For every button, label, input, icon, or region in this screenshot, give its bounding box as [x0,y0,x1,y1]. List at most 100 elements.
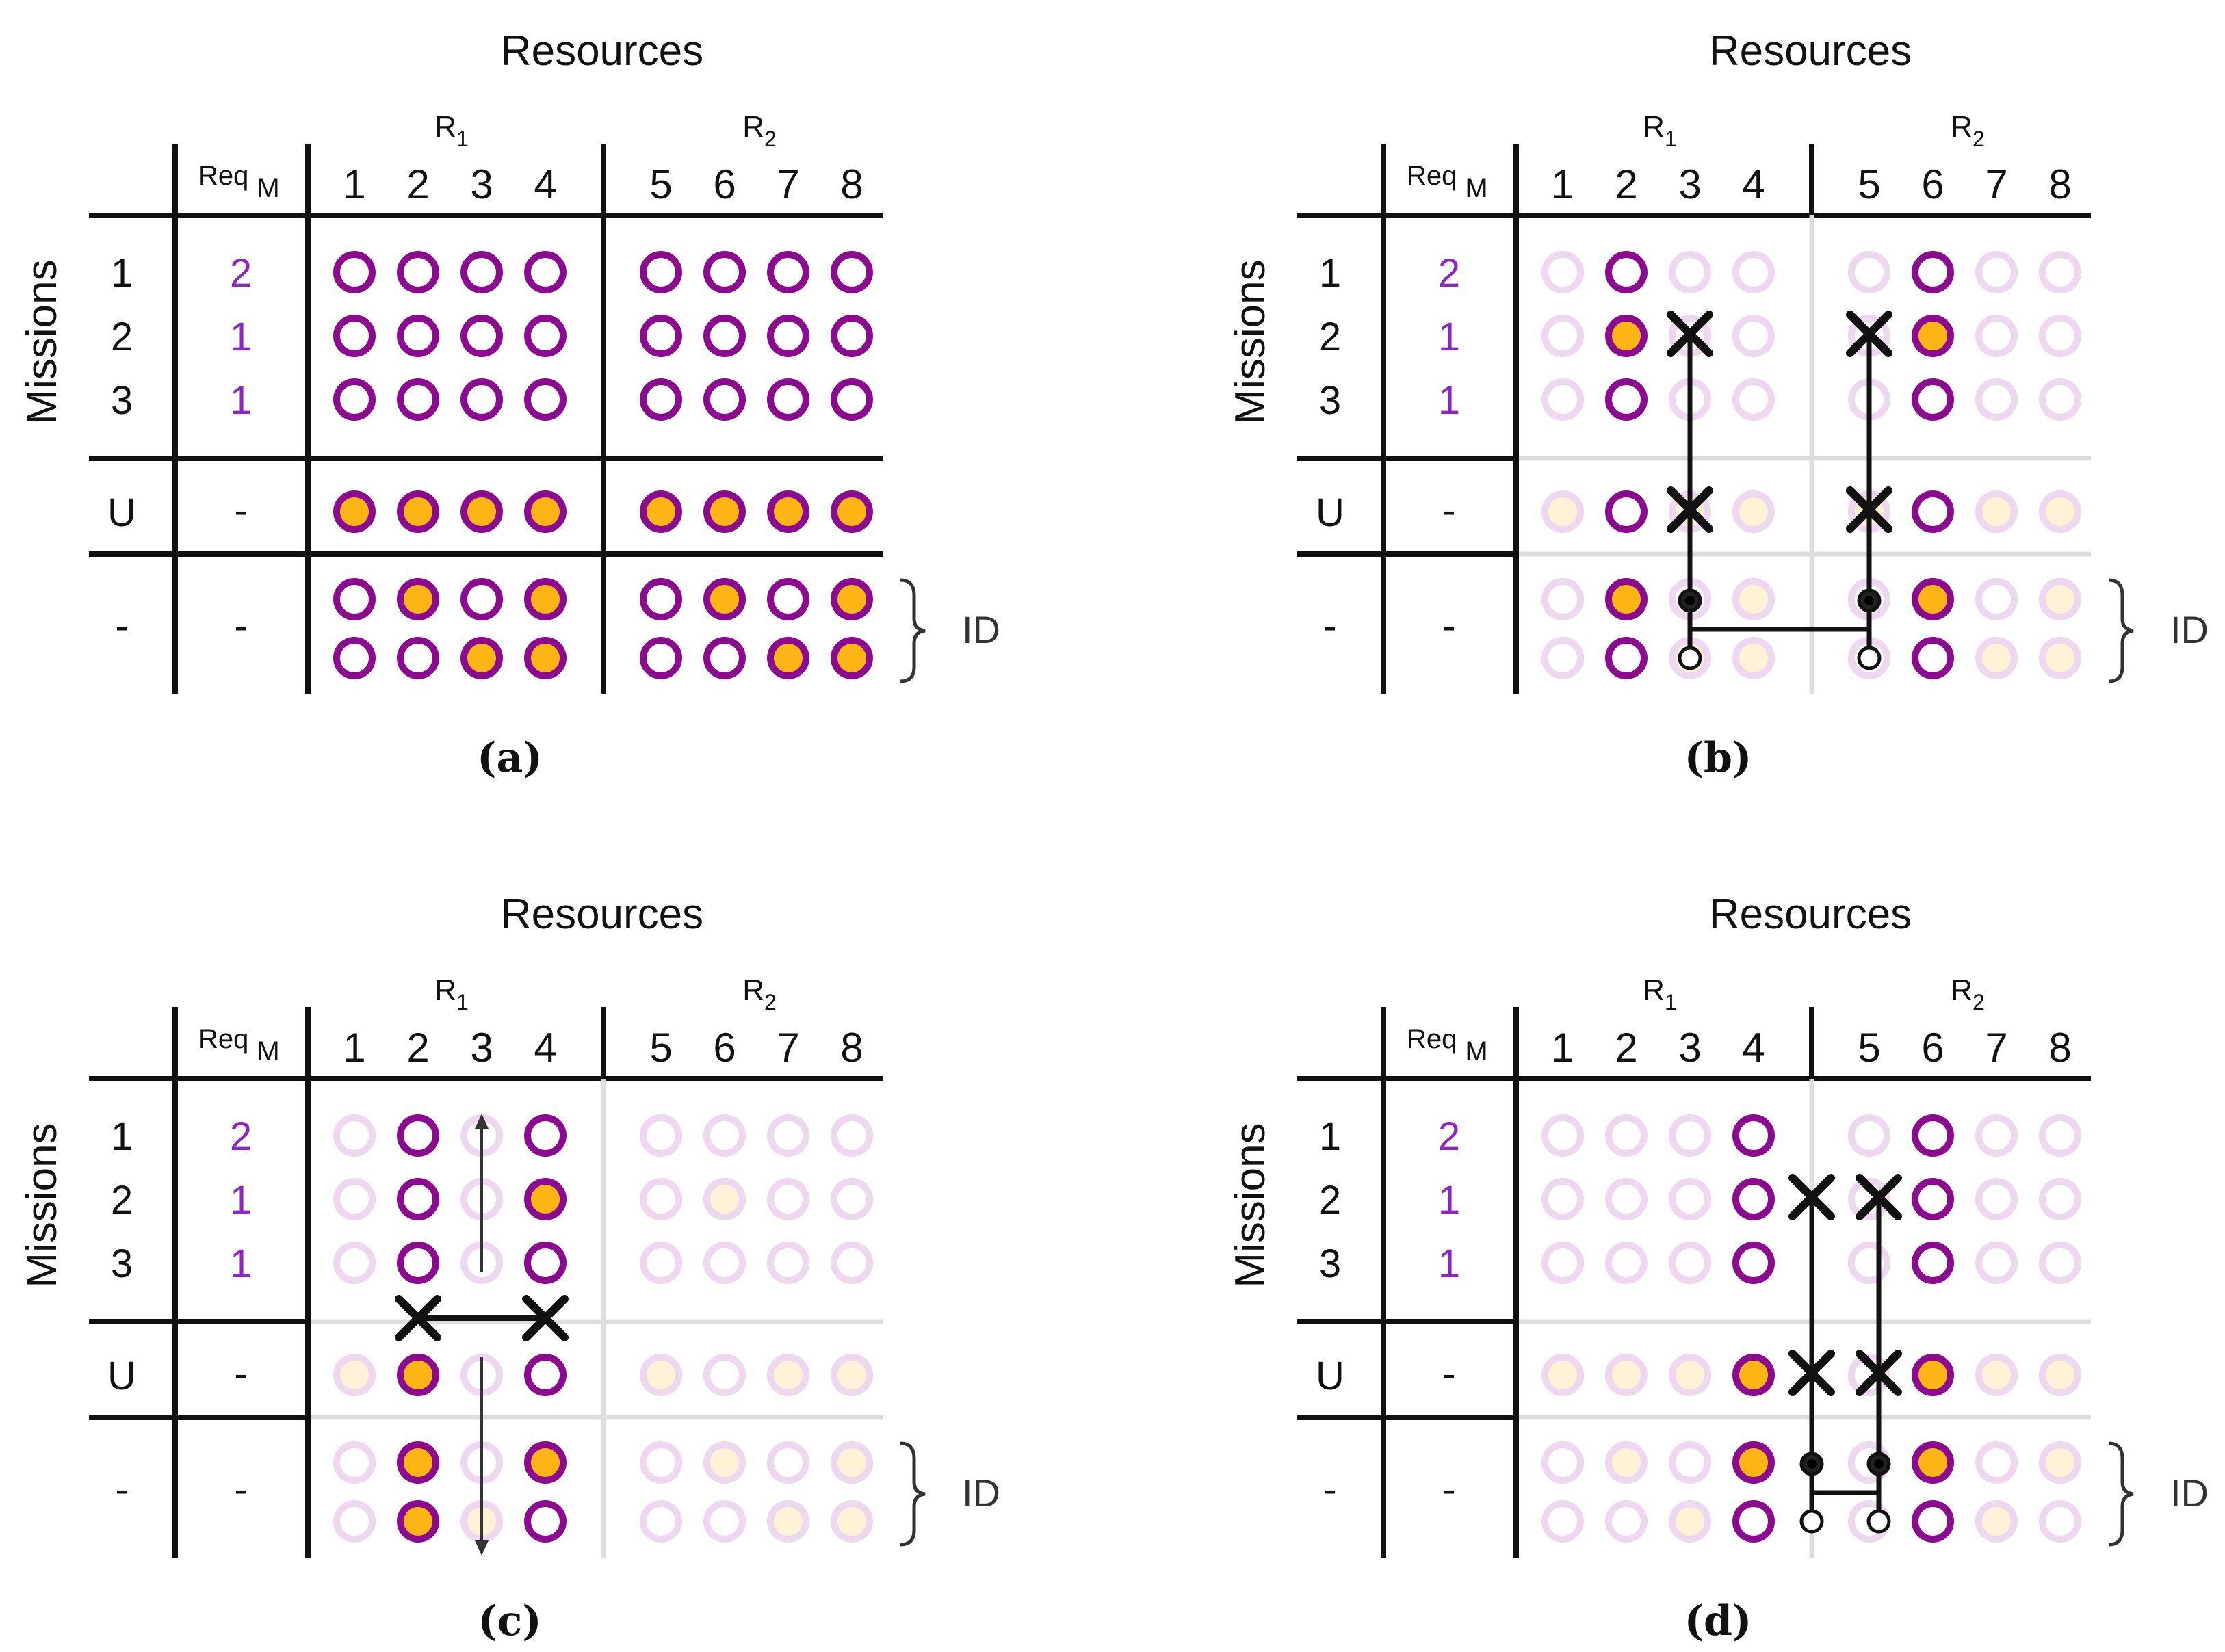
column-header-7: 7 [1985,1025,2007,1071]
slot-id1-c4 [524,578,567,620]
node-id1-0-core [1685,596,1695,605]
node-id1-1-core [1874,1459,1884,1469]
slot-id1-c3 [1669,1441,1711,1484]
mission-id-1: 1 [111,251,133,296]
slot-id2-c7 [767,637,809,679]
slot-m1-c2 [1605,251,1648,293]
mission-id-3: 3 [111,378,133,423]
column-header-1: 1 [343,1025,365,1071]
missions-label: Missions [1227,1123,1274,1287]
column-header-3: 3 [470,1025,493,1071]
slot-u-c8 [831,1354,873,1396]
slot-m1-c5 [1848,1114,1890,1157]
slot-m3-c1 [333,1242,376,1284]
slot-m1-c1 [333,1114,376,1157]
mission-id-3: 3 [111,1242,133,1286]
slot-m2-c8 [2039,1178,2081,1220]
id-bracket [2108,1441,2134,1547]
r1-label: R1 [434,110,469,151]
slot-m3-c6 [703,378,746,421]
slot-id2-c2 [397,1500,439,1543]
caption-c: (c) [478,1597,541,1645]
mission-id-2: 2 [111,1178,133,1222]
slot-m2-c1 [333,1178,376,1220]
column-header-4: 4 [534,161,556,207]
node-id1-0-core [1807,1459,1817,1469]
slot-m1-c8 [831,251,873,293]
slot-m2-c7 [767,315,809,357]
slot-id2-c5 [640,1500,682,1543]
resources-title: Resources [501,27,703,75]
slot-id1-c6 [703,1441,746,1484]
slot-u-c2 [397,1354,439,1396]
slot-u-c7 [1975,490,2018,533]
slot-id2-c4 [1732,637,1775,679]
slot-m2-c4 [524,315,567,357]
node-id2-0 [1678,646,1702,670]
caption-b: (b) [1684,734,1752,782]
slot-id1-c2 [397,1441,439,1484]
slot-m3-c7 [1975,378,2018,421]
slot-m3-c4 [1732,378,1775,421]
slot-m3-c1 [1541,1242,1584,1284]
slot-m1-c5 [640,1114,682,1157]
slot-id1-c2 [397,578,439,620]
slot-id2-c1 [333,1500,376,1543]
slot-m3-c8 [2039,378,2081,421]
slot-id2-c2 [397,637,439,679]
u-req-dash: - [1442,488,1455,533]
slot-m2-c3 [1669,1178,1711,1220]
slot-m1-c3 [1669,1114,1711,1157]
slot-m1-c7 [767,251,809,293]
column-header-3: 3 [470,161,493,207]
mission-id-2: 2 [1319,1178,1341,1222]
u-req-dash: - [234,1352,247,1396]
slot-m2-c4 [1732,315,1775,357]
column-header-6: 6 [1921,1025,1944,1071]
id-bracket [900,578,926,683]
slot-m1-c6 [1912,251,1954,293]
r1-label: R1 [434,973,469,1014]
column-header-6: 6 [713,1025,736,1071]
slot-m2-c6 [703,315,746,357]
slot-u-c1 [333,490,376,533]
column-header-3: 3 [1678,1025,1701,1071]
slot-u-c2 [1605,490,1648,533]
slot-id1-c1 [333,1441,376,1484]
slot-id1-c1 [1541,578,1584,620]
slot-id1-c2 [1605,578,1648,620]
column-header-4: 4 [1742,161,1765,207]
slot-m2-c8 [831,1178,873,1220]
slot-m3-c2 [1605,378,1648,421]
slot-id2-c4 [524,637,567,679]
u-row-label: U [107,490,136,535]
slot-m3-c1 [1541,378,1584,421]
slot-m3-c8 [831,1242,873,1284]
slot-u-c4 [1732,490,1775,533]
slot-id2-c5 [640,637,682,679]
slot-id2-c6 [703,1500,746,1543]
slot-id1-c6 [1912,1441,1954,1484]
slot-m3-c2 [397,378,439,421]
arrow-up-head [475,1114,489,1129]
x-mark-m2-1 [1856,1174,1902,1220]
missions-label: Missions [18,1123,66,1287]
slot-m1-c3 [1669,251,1711,293]
arrow-down-head [475,1540,489,1556]
column-header-7: 7 [777,161,799,207]
column-header-6: 6 [713,161,736,207]
slot-id1-c8 [831,578,873,620]
req-value-3: 1 [230,1242,252,1286]
u-req-dash: - [1442,1352,1455,1396]
slot-u-c7 [1975,1354,2018,1396]
slot-id2-c6 [1912,637,1954,679]
slot-m2-c5 [640,315,682,357]
slot-u-c8 [2039,1354,2081,1396]
slot-id2-c4 [1732,1500,1775,1543]
slot-m1-c4 [524,1114,567,1157]
req-value-1: 2 [1438,1114,1460,1159]
slot-m2-c7 [767,1178,809,1220]
